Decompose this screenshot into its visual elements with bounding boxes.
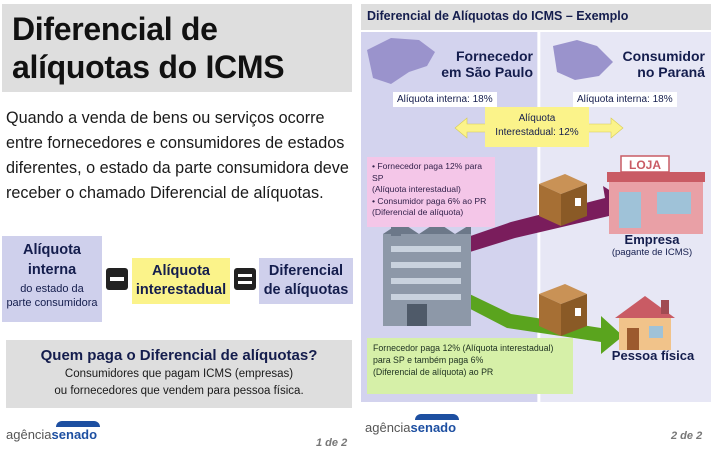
store-icon: LOJA	[607, 155, 705, 234]
arrow-to-person-icon	[453, 288, 623, 354]
intro-text: Quando a venda de bens ou serviços ocorr…	[6, 109, 349, 202]
eq-left-line-2: interna	[27, 262, 77, 278]
eq-left-line-1: Alíquota	[23, 242, 81, 258]
agencia-senado-logo: agênciasenado	[6, 421, 100, 442]
package-icon-2	[539, 284, 587, 336]
eq-mid-line-2: interestadual	[135, 282, 227, 298]
green-line-3: (Diferencial de alíquota) ao PR	[373, 367, 494, 377]
minus-icon	[106, 268, 128, 290]
sp-header-1: Fornecedor	[455, 48, 533, 64]
eq-right-line-2: de alíquotas	[263, 282, 349, 298]
pr-internal-rate: Alíquota interna: 18%	[573, 92, 677, 107]
store-sign: LOJA	[629, 158, 661, 172]
title-line-1: Diferencial de	[12, 11, 218, 47]
logo-text-a: agência	[6, 427, 52, 442]
title-box: Diferencial de alíquotas do ICMS	[2, 4, 352, 92]
who-pays-box: Quem paga o Diferencial de alíquotas? Co…	[6, 340, 352, 408]
green-line-1: Fornecedor paga 12% (Alíquota interestad…	[373, 343, 554, 353]
example-diagram: LOJA Fornecedor em São Paulo Consumidor …	[361, 32, 711, 402]
person-case-note: Fornecedor paga 12% (Alíquota interestad…	[367, 338, 573, 394]
sp-internal-rate: Alíquota interna: 18%	[393, 92, 497, 107]
green-line-2: para SP e também paga 6%	[373, 355, 484, 365]
empresa-sub-label: (pagante de ICMS)	[611, 247, 693, 258]
pink-line-1: • Fornecedor paga 12% para SP	[372, 161, 483, 183]
equation-interstate-rate: Alíquota interestadual	[132, 258, 230, 304]
empresa-label: Empresa	[624, 232, 680, 247]
page-number-2: 2 de 2	[671, 430, 703, 442]
slide-1: Diferencial de alíquotas do ICMS Quando …	[0, 0, 356, 450]
sao-paulo-map-icon	[367, 38, 435, 84]
eq-mid-line-1: Alíquota	[152, 263, 210, 279]
eq-left-small-1: do estado da	[20, 283, 84, 295]
inter-line-1: Alíquota	[518, 113, 556, 124]
example-title-bar: Diferencial de Alíquotas do ICMS – Exemp…	[361, 4, 711, 30]
company-label: Empresa (pagante de ICMS)	[605, 232, 699, 259]
house-icon	[615, 296, 675, 350]
agencia-senado-logo-2: agênciasenado	[365, 414, 459, 435]
person-label: Pessoa física	[611, 348, 695, 363]
title-line-2: alíquotas do ICMS	[12, 49, 285, 85]
logo-text-b: senado	[51, 427, 98, 442]
parana-map-icon	[553, 40, 613, 80]
page-title: Diferencial de alíquotas do ICMS	[12, 10, 285, 86]
eq-left-small-2: parte consumidora	[6, 297, 98, 309]
pink-line-4: (Diferencial de alíquota)	[372, 207, 464, 217]
package-icon	[539, 174, 587, 226]
example-title: Diferencial de Alíquotas do ICMS – Exemp…	[367, 9, 629, 23]
logo-swoosh-icon-2	[415, 414, 459, 420]
interstate-rate: Alíquota Interestadual: 12%	[485, 107, 589, 147]
consumer-pr-header: Consumidor no Paraná	[591, 48, 705, 80]
company-case-note: • Fornecedor paga 12% para SP (Alíquota …	[367, 157, 495, 227]
equation-differential: Diferencial de alíquotas	[259, 258, 353, 304]
eq-right-line-1: Diferencial	[268, 263, 344, 279]
inter-line-2: Interestadual: 12%	[495, 127, 579, 138]
equals-icon	[234, 268, 256, 290]
sp-header-2: em São Paulo	[441, 64, 533, 80]
who-pays-answer-1: Consumidores que pagam ICMS (empresas)	[64, 368, 294, 380]
factory-icon	[383, 214, 471, 326]
logo2-text-a: agência	[365, 420, 411, 435]
pink-line-2: (Alíquota interestadual)	[372, 184, 461, 194]
slide-2: Diferencial de Alíquotas do ICMS – Exemp…	[359, 0, 713, 450]
supplier-sp-header: Fornecedor em São Paulo	[421, 48, 533, 80]
who-pays-question: Quem paga o Diferencial de alíquotas?	[40, 347, 318, 364]
equation-internal-rate: Alíquota interna do estado da parte cons…	[2, 236, 102, 322]
logo-swoosh-icon	[56, 421, 100, 427]
pr-header-2: no Paraná	[637, 64, 705, 80]
logo2-text-b: senado	[410, 420, 457, 435]
who-pays-answer-2: ou fornecedores que vendem para pessoa f…	[54, 385, 304, 397]
page-number-1: 1 de 2	[316, 437, 348, 449]
pink-line-3: • Consumidor paga 6% ao PR	[372, 195, 487, 206]
pr-header-1: Consumidor	[622, 48, 705, 64]
